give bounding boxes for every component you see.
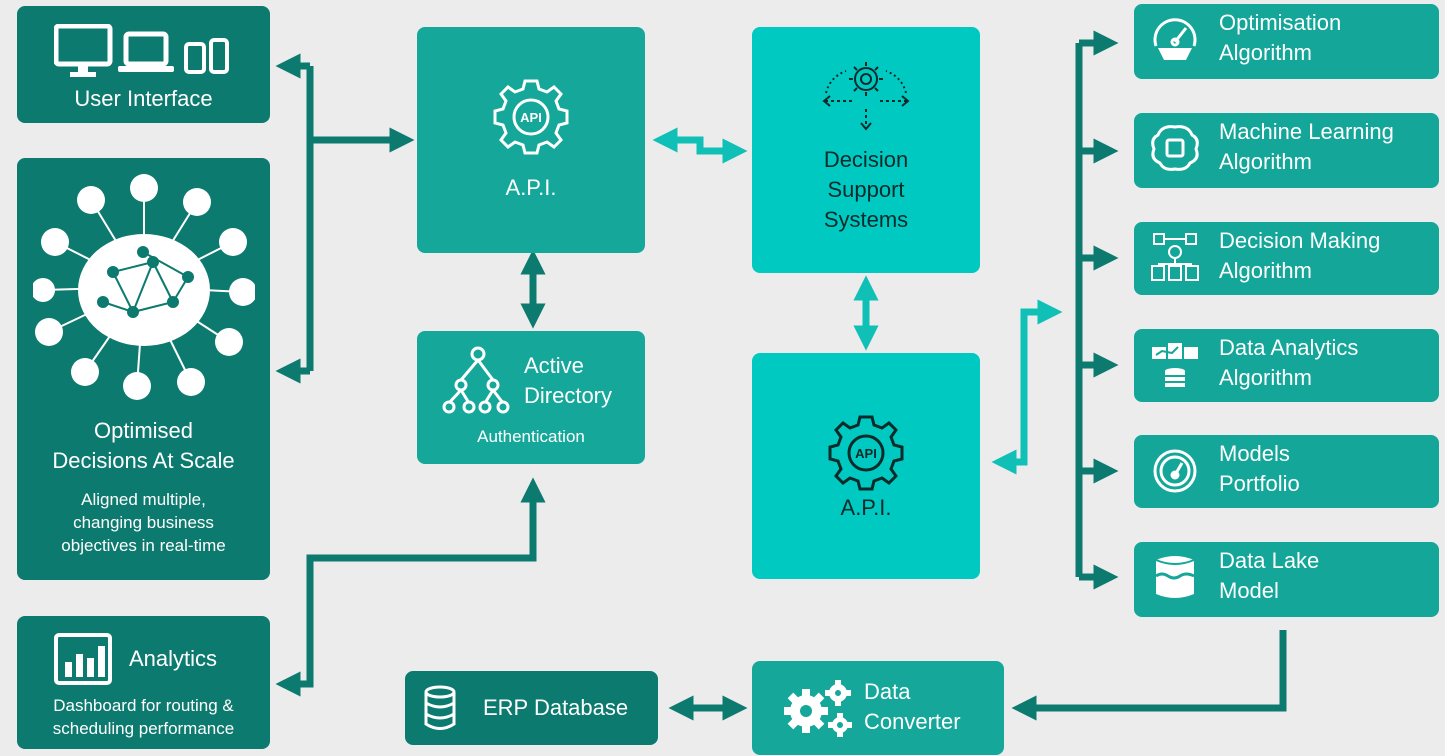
api-bottom-box: API A.P.I. xyxy=(752,353,980,579)
api-top-label: A.P.I. xyxy=(505,175,557,200)
gauge-gear-icon xyxy=(1153,18,1197,60)
analytics-icon xyxy=(1152,343,1198,387)
api-gear-icon: API xyxy=(493,79,569,155)
svg-text:API: API xyxy=(855,446,877,461)
optimised-title: Optimised Decisions At Scale xyxy=(52,418,235,473)
analytics-title: Analytics xyxy=(129,646,218,671)
analytics-box: Analytics Dashboard for routing & schedu… xyxy=(17,616,270,749)
brain-network-icon xyxy=(33,174,255,400)
right-label-2: Decision Making Algorithm xyxy=(1219,228,1381,283)
analytics-subtitle: Dashboard for routing & scheduling perfo… xyxy=(52,696,235,738)
database-icon xyxy=(424,685,456,730)
right-label-3: Data Analytics Algorithm xyxy=(1219,335,1359,390)
right-label-1: Machine Learning Algorithm xyxy=(1219,119,1394,174)
data-analytics-box: Data Analytics Algorithm xyxy=(1134,329,1439,402)
optimised-decisions-box: Optimised Decisions At Scale Aligned mul… xyxy=(17,158,270,580)
right-label-4: Models Portfolio xyxy=(1219,441,1300,496)
decision-support-box: Decision Support Systems xyxy=(752,27,980,273)
devices-icon xyxy=(54,24,229,77)
data-lake-box: Data Lake Model xyxy=(1134,542,1439,617)
erp-label: ERP Database xyxy=(483,695,629,720)
brain-chip-icon xyxy=(1151,125,1199,171)
gears-icon xyxy=(784,680,852,737)
bar-chart-icon xyxy=(54,633,112,685)
user-interface-box: User Interface xyxy=(17,6,270,123)
models-portfolio-box: Models Portfolio xyxy=(1134,435,1439,508)
api-bottom-label: A.P.I. xyxy=(840,495,892,520)
api-gear-icon: API xyxy=(828,415,904,491)
arrow-api-dss xyxy=(652,127,748,164)
svg-text:API: API xyxy=(520,110,542,125)
arrow-api-right xyxy=(991,299,1063,475)
hierarchy-icon xyxy=(442,346,510,414)
arrow-analytics-ad xyxy=(275,477,546,697)
active-directory-box: Active Directory Authentication xyxy=(417,331,645,464)
api-top-box: API A.P.I. xyxy=(417,27,645,253)
arrow-lake-converter xyxy=(1011,630,1287,721)
gear-arrows-icon xyxy=(822,62,910,131)
decision-tree-icon xyxy=(1151,233,1199,281)
decision-making-box: Decision Making Algorithm xyxy=(1134,222,1439,295)
right-label-5: Data Lake Model xyxy=(1219,548,1320,603)
active-directory-title: Active Directory xyxy=(524,353,613,408)
active-directory-subtitle: Authentication xyxy=(477,427,585,446)
machine-learning-box: Machine Learning Algorithm xyxy=(1134,113,1439,188)
data-converter-label: Data Converter xyxy=(864,679,961,734)
optimisation-algorithm-box: Optimisation Algorithm xyxy=(1134,4,1439,79)
erp-database-box: ERP Database xyxy=(405,671,658,745)
speedometer-icon xyxy=(1153,449,1197,493)
data-converter-box: Data Converter xyxy=(752,661,1004,755)
user-interface-label: User Interface xyxy=(74,86,213,111)
data-lake-icon xyxy=(1155,556,1195,598)
right-label-0: Optimisation Algorithm xyxy=(1219,10,1342,65)
decision-support-label: Decision Support Systems xyxy=(823,147,909,232)
optimised-subtitle: Aligned multiple, changing business obje… xyxy=(61,490,226,555)
